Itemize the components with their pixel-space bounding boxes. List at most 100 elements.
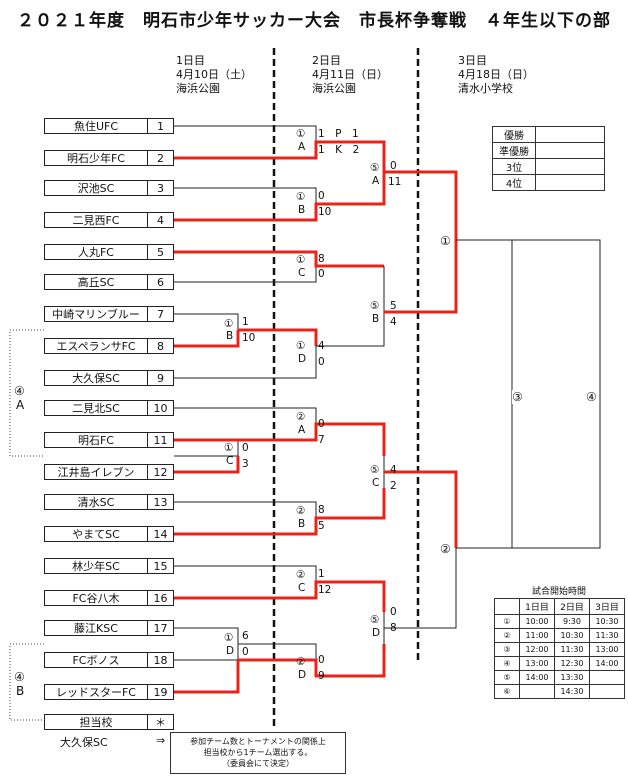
match-no: ⑤ [370,464,380,476]
schedule-time: 13:30 [554,670,590,685]
line-qf-b-lower [316,312,385,347]
win-r2-a [174,140,386,172]
score: 2 [390,480,397,492]
day2-date: 4月11日（日） [312,68,388,81]
team-name: 二見西FC [44,212,148,228]
score: 8 [318,504,325,516]
score: 0 [390,160,397,172]
match-no: ② [296,656,306,668]
team-number: 8 [148,338,174,354]
match-no: ⑤ [370,300,380,312]
match-no: ① [224,632,234,644]
team-name: 林少年SC [44,558,148,574]
day1-venue: 海浜公園 [176,82,220,95]
team-number: 2 [148,150,174,166]
match-letter: C [226,455,234,467]
line-r2-d-mid [238,329,384,347]
line-final [456,239,601,549]
line-r2-a-loser [174,125,317,142]
team-name: 中崎マリンブルー [44,306,148,322]
day2-header: 2日目 4月11日（日） 海浜公園 [312,54,388,96]
schedule-header-row: 1日目 2日目 3日目 [494,598,625,615]
note-line: 担当校から1チーム選出する。 [203,748,313,757]
score: 0 [318,654,325,666]
team-name: FCボノス [44,652,148,668]
schedule-corner [494,598,520,615]
team-number: 9 [148,370,174,386]
score: 1 K 2 [318,144,360,156]
standings-label: 準優勝 [492,142,536,159]
team-name: やまてSC [44,526,148,542]
score: 0 [318,356,325,368]
team-name: 大久保SC [44,370,148,386]
team-name: 二見北SC [44,400,148,416]
team-name: エスペランサFC [44,338,148,354]
schedule-time: 11:30 [554,642,590,657]
team-name: 藤江KSC [44,620,148,636]
schedule-header: 2日目 [554,598,590,615]
note-line: 参加チーム数とトーナメントの関係上 [190,737,326,746]
team-number: 18 [148,652,174,668]
match-no: ① [224,318,234,330]
match-letter: C [298,582,306,594]
match-no: ② [296,569,306,581]
score: 1 P 1 [318,128,359,140]
team-number: 10 [148,400,174,416]
match-letter: B [298,518,306,530]
win-d1-c [174,456,240,474]
schedule-match-no: ⑥ [494,684,520,699]
match-letter: B [226,330,234,342]
team-name: 明石FC [44,432,148,448]
standings-row: 4位 [492,174,605,191]
team-number: 5 [148,244,174,260]
score: 10 [318,206,332,218]
line-qf-d-out [384,548,457,629]
extra-match-no: ④ [14,670,25,684]
schedule-time: 14:00 [589,656,625,671]
team-name: 清水SC [44,494,148,510]
final-no: ④ [586,390,597,404]
match-letter: C [372,477,380,489]
team-number: 16 [148,590,174,606]
team-number: 13 [148,494,174,510]
match-letter: D [298,353,307,365]
score: 0 [318,190,325,202]
schedule-time: 11:00 [519,628,555,643]
page-title: ２０２１年度 明石市少年サッカー大会 市長杯争奪戦 ４年生以下の部 [17,11,611,31]
day3-header: 3日目 4月18日（日） 清水小学校 [458,54,534,96]
schedule-match-no: ① [494,614,520,629]
score: 3 [242,458,249,470]
match-letter: D [226,645,235,657]
line-sf2 [456,398,513,549]
duty-school-label: 担当校 [44,714,148,730]
standings-label: 4位 [492,174,536,191]
win-d1-b [174,330,240,348]
match-letter: B [372,313,380,325]
schedule-time [589,670,625,685]
match-no: ② [296,411,306,423]
match-no: ① [296,191,306,203]
team-number: 17 [148,620,174,636]
schedule-title: 試合開始時間 [531,587,586,597]
match-letter: A [298,424,306,436]
day2-label: 2日目 [312,54,341,67]
match-no: ⑤ [370,614,380,626]
schedule-match-no: ② [494,628,520,643]
score: 0 [318,418,325,430]
day2-venue: 海浜公園 [312,82,356,95]
team-number: 11 [148,432,174,448]
team-name: レッドスターFC [44,684,148,700]
day3-venue: 清水小学校 [458,82,513,95]
match-no: ① [296,128,306,140]
team-name: 江井島イレブン [44,464,148,480]
line-r2-g-loser [174,565,317,582]
selection-note: 参加チーム数とトーナメントの関係上 担当校から1チーム選出する。 （委員会にて決… [170,732,346,774]
standings-value [535,142,605,159]
win-r2-e [174,422,386,456]
score: 12 [318,584,332,596]
line-sf1 [456,239,513,398]
